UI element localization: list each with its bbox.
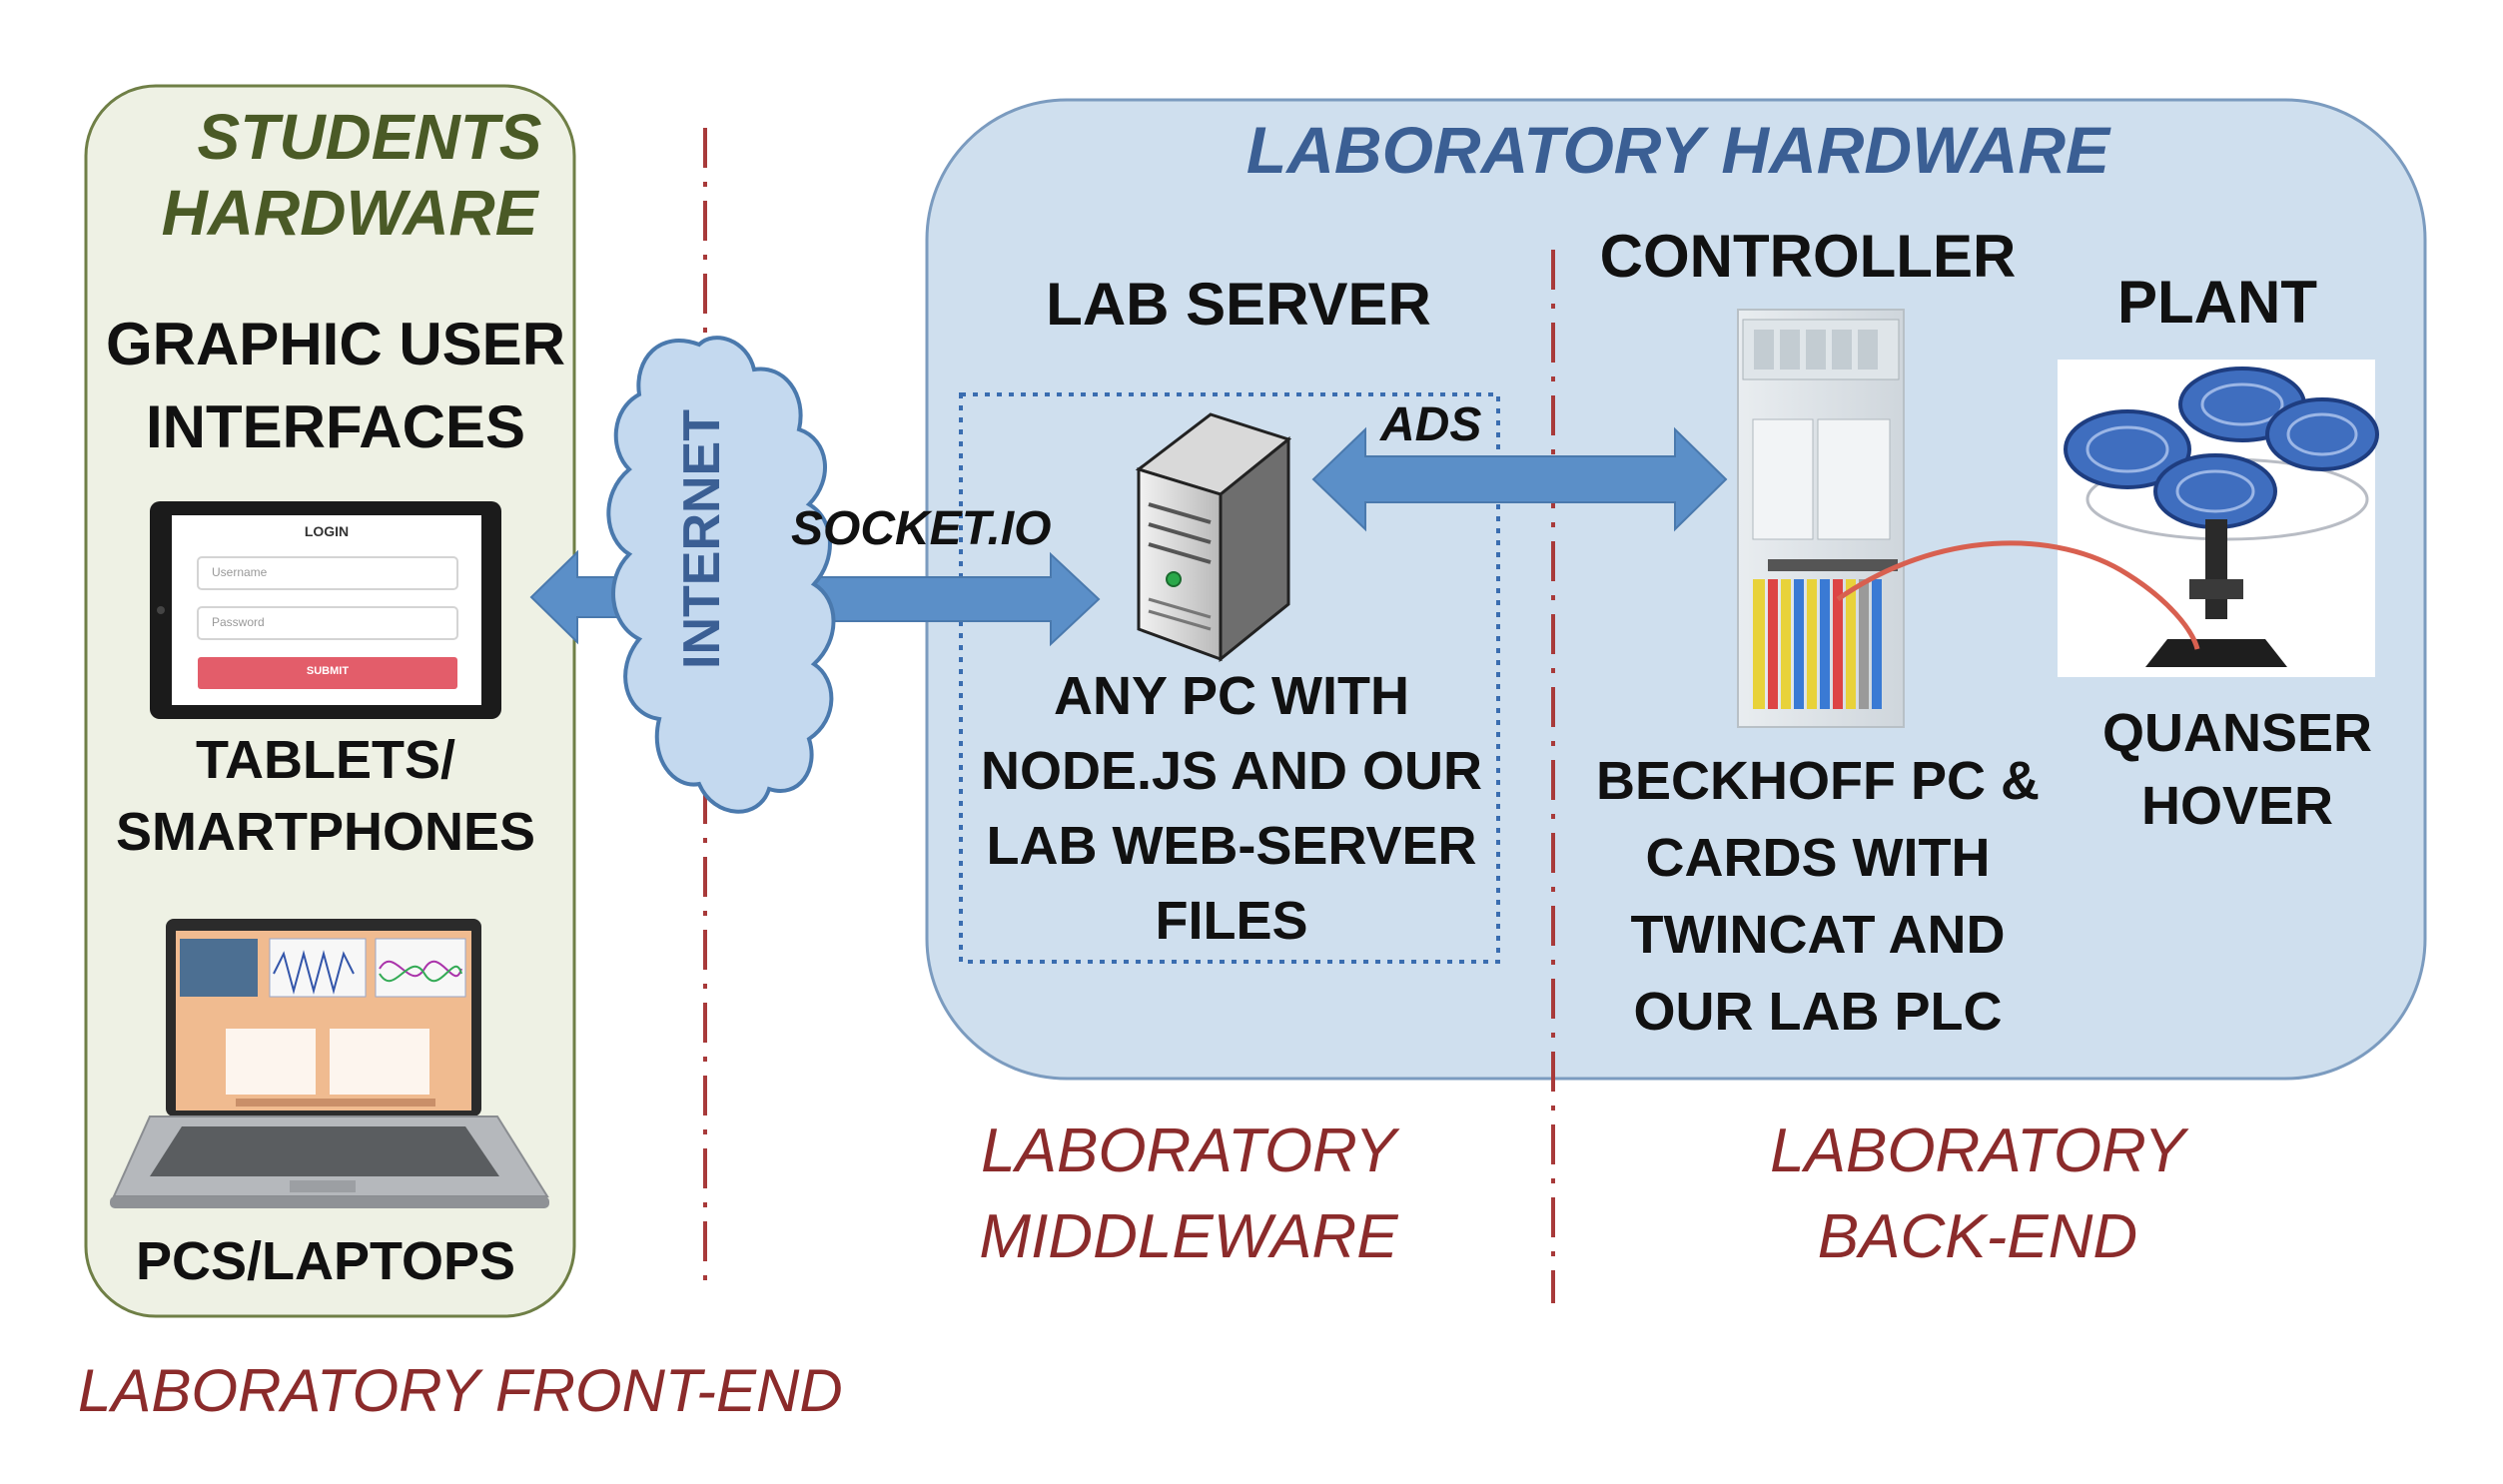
students-title-line2: HARDWARE [161, 176, 538, 249]
beckhoff-controller-icon [1737, 309, 1905, 728]
laboratory-hardware-title: LABORATORY HARDWARE [1246, 113, 2110, 187]
tablets-label-line2: SMARTPHONES [115, 801, 536, 862]
socketio-label: SOCKET.IO [791, 502, 1052, 555]
internet-label: INTERNET [673, 409, 731, 669]
tablet-username-input: Username [212, 565, 268, 579]
controller-desc-line4: OUR LAB PLC [1633, 982, 2003, 1042]
gui-title-line1: GRAPHIC USER [105, 311, 566, 377]
controller-title: CONTROLLER [1599, 223, 2017, 290]
server-description: ANY PC WITH NODE.JS AND OUR LAB WEB-SERV… [967, 659, 1496, 959]
ads-arrow [1311, 426, 1728, 532]
server-desc-line1: ANY PC WITH [1053, 666, 1409, 726]
middleware-tier-label: LABORATORY MIDDLEWARE [929, 1109, 1448, 1280]
plant-desc-line2: HOVER [2140, 776, 2334, 836]
tablet-icon [150, 501, 501, 719]
backend-label-line1: LABORATORY [1770, 1116, 2185, 1185]
controller-desc-line2: CARDS WITH [1645, 828, 1991, 888]
tablet-submit-button: SUBMIT [306, 665, 350, 677]
plant-title: PLANT [2117, 269, 2317, 336]
controller-desc-line3: TWINCAT AND [1630, 905, 2006, 965]
ads-label: ADS [1380, 398, 1482, 451]
middleware-label-line1: LABORATORY [981, 1116, 1396, 1185]
pcs-laptops-label: PCS/LAPTOPS [135, 1231, 516, 1291]
front-end-tier-label: LABORATORY FRONT-END [78, 1357, 843, 1424]
server-desc-line3: LAB WEB-SERVER [986, 816, 1477, 876]
quanser-hover-icon [2058, 360, 2379, 677]
tablet-login-title: LOGIN [304, 523, 350, 539]
backend-label-line2: BACK-END [1817, 1202, 2138, 1271]
students-title-line1: STUDENTS [197, 101, 542, 173]
tablet-password-input: Password [212, 615, 265, 629]
lab-server-title: LAB SERVER [1046, 271, 1431, 338]
plant-desc-line1: QUANSER [2101, 703, 2373, 763]
internet-cloud-icon [606, 336, 836, 814]
laptop-icon [110, 919, 549, 1208]
controller-plant-cable [1836, 540, 2200, 650]
server-desc-line2: NODE.JS AND OUR [980, 741, 1483, 801]
gui-title: GRAPHIC USER INTERFACES [86, 310, 585, 463]
server-icon [1135, 412, 1292, 663]
lab-server-frame [959, 392, 1500, 964]
students-hardware-title: STUDENTS HARDWARE [120, 100, 579, 251]
controller-description: BECKHOFF PC & CARDS WITH TWINCAT AND OUR… [1568, 743, 2068, 1051]
tablets-label-line1: TABLETS/ [196, 730, 455, 790]
gui-title-line2: INTERFACES [145, 392, 526, 460]
middleware-label-line2: MIDDLEWARE [979, 1202, 1398, 1271]
plant-description: QUANSER HOVER [2078, 697, 2397, 843]
server-desc-line4: FILES [1155, 891, 1308, 951]
controller-desc-line1: BECKHOFF PC & [1596, 751, 2040, 811]
tablets-label: TABLETS/ SMARTPHONES [86, 729, 565, 864]
backend-tier-label: LABORATORY BACK-END [1718, 1109, 2237, 1280]
